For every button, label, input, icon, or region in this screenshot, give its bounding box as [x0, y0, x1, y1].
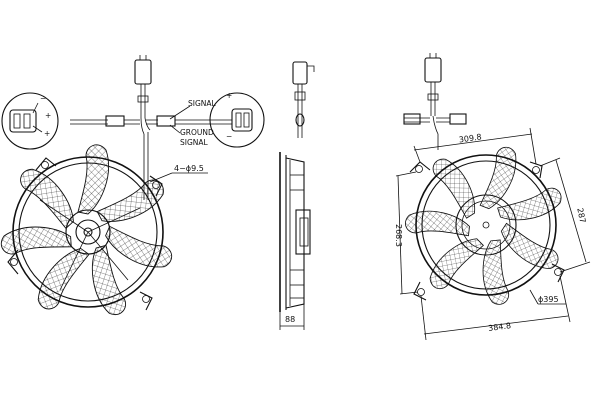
left-connector-body: [9, 109, 37, 133]
dim-line-384: [423, 315, 569, 335]
lug-hole-left: [10, 258, 18, 266]
harness-mid-wires-left: [124, 119, 140, 125]
side-motor-core: [299, 217, 309, 247]
ext-384-right: [559, 275, 571, 323]
right-fan-front-view: [404, 143, 566, 308]
harness-right-connector: [156, 115, 176, 127]
right-harness-connector-right: [449, 113, 467, 125]
left-pinout-circle: [1, 92, 59, 150]
label-signal: SIGNAL: [188, 99, 217, 108]
ext-309-right: [529, 127, 537, 165]
dim-top-span: 309.8: [458, 132, 482, 144]
right-harness-left: [404, 117, 430, 123]
lug-bottom-right: [139, 291, 153, 311]
right-connector-pin-a: [235, 112, 242, 128]
leader-diameter: [529, 289, 539, 305]
label-holes: 4−ϕ9.5: [174, 164, 204, 173]
side-ribs: [290, 174, 304, 299]
label-plus-right: +: [226, 91, 232, 100]
harness-right-wires: [175, 119, 232, 125]
side-plug: [292, 61, 308, 85]
right-wire-sleeve: [427, 93, 439, 101]
right-wiring-harness: [403, 53, 467, 150]
ext-287-top: [539, 157, 561, 167]
harness-junction: [140, 117, 151, 135]
dim-diameter: ϕ395: [538, 295, 559, 304]
label-plus-top-left: +: [45, 111, 51, 120]
left-fan-front-view: 4−ϕ9.5: [0, 144, 208, 320]
label-plus-bottom-left: +: [44, 129, 50, 138]
right-hub-outer: [455, 194, 517, 256]
left-connector-pinout: − +: [1, 92, 59, 150]
label-minus-right: −: [226, 132, 232, 141]
dim-line-268: [397, 175, 403, 295]
side-wire-sleeve: [294, 91, 306, 101]
plug-wires: [140, 84, 146, 118]
side-motor: [295, 209, 311, 255]
blade-7: [11, 163, 87, 231]
lug-top-left: [35, 157, 57, 171]
harness-mid-wires-right: [146, 119, 158, 125]
label-ground: GROUND: [180, 128, 214, 137]
dim-side-span: 287: [575, 207, 587, 224]
leader-holes: [149, 172, 173, 183]
ext-268-bottom: [399, 291, 419, 295]
right-hub-center: [482, 221, 490, 229]
right-plug-wires: [430, 82, 436, 116]
left-wiring-harness: SIGNAL GROUND SIGNAL +: [45, 55, 232, 200]
side-grommet: [295, 113, 305, 127]
leader-plus-left: [32, 125, 43, 133]
motor-bracket-arms: [39, 199, 141, 291]
dim-depth: 88: [285, 315, 295, 324]
dim-width: 384.8: [488, 321, 512, 333]
side-plug-latch: [307, 65, 315, 72]
dim-line-309: [413, 133, 533, 151]
ext-384-left: [420, 295, 427, 341]
hub-outer: [65, 209, 111, 255]
blade-1: [77, 144, 110, 215]
right-connector-pin-b: [243, 112, 250, 128]
harness-left-connector: [105, 115, 125, 127]
ext-287-bottom: [559, 261, 591, 273]
leader-signal: [169, 105, 191, 120]
right-connector-pinout: + −: [209, 91, 265, 148]
lug-hole-bottom-right: [142, 295, 150, 303]
dim-height: 268.3: [394, 224, 403, 247]
left-connector-pin-b: [23, 113, 31, 129]
right-motor-lead: [432, 115, 439, 150]
right-harness-connector-left: [403, 113, 421, 125]
ext-309-left: [413, 145, 421, 163]
ext-268-top: [395, 171, 417, 177]
label-ground-signal: SIGNAL: [180, 138, 209, 147]
top-plug: [134, 59, 152, 85]
right-top-plug: [424, 57, 442, 83]
blade-5: [33, 239, 91, 317]
right-hub-inner: [461, 200, 511, 250]
right-harness-mid: [436, 117, 450, 123]
right-dimensions: 309.8 287 268.3 ϕ395 384.8: [394, 127, 591, 341]
blade-3: [100, 225, 176, 271]
side-shroud-body: [285, 157, 305, 309]
hub-middle: [75, 219, 101, 245]
side-wires: [297, 84, 303, 138]
label-minus-left: −: [40, 94, 46, 103]
dim-line-287: [555, 159, 587, 263]
wire-sleeve: [137, 95, 149, 103]
side-view: 88: [279, 61, 315, 330]
left-connector-pin-a: [13, 113, 21, 129]
leader-ground: [169, 124, 181, 134]
hub-center: [83, 227, 93, 237]
leader-minus-left: [32, 102, 39, 114]
harness-left-wires: [70, 119, 108, 125]
lug-hole-top-left: [41, 161, 49, 169]
